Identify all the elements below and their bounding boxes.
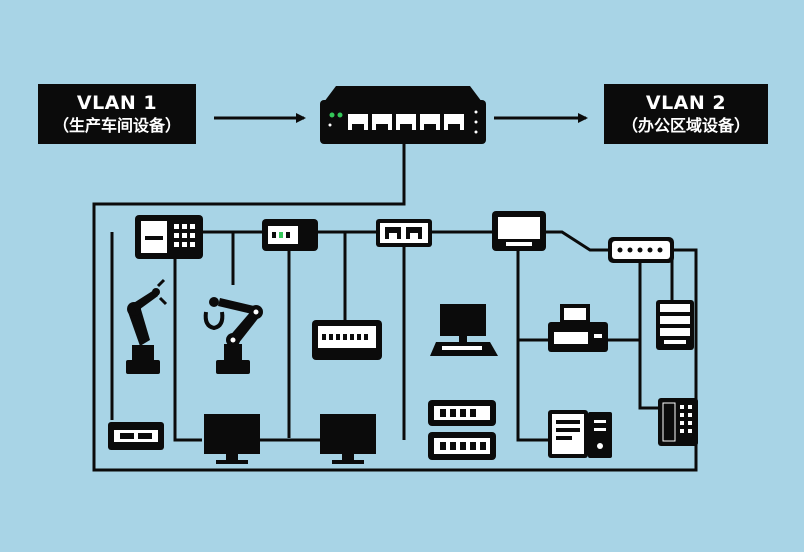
connection-lines [92, 142, 698, 472]
vlan1-label-box: VLAN 1 （生产车间设备） [38, 84, 196, 144]
pc-tower-icon [548, 410, 612, 458]
network-switch-icon [320, 86, 486, 144]
vlan2-label-box: VLAN 2 （办公区域设备） [604, 84, 768, 144]
payphone-icon [135, 215, 203, 259]
vlan1-description: （生产车间设备） [52, 115, 181, 135]
monitor-icon [204, 414, 260, 464]
vlan2-description: （办公区域设备） [621, 115, 750, 135]
patch-panel-icon [376, 219, 432, 247]
vlan2-name: VLAN 2 [645, 92, 727, 115]
router-unit-icon [108, 422, 164, 450]
printer-icon [548, 304, 608, 352]
server-panel-icon [656, 300, 694, 350]
control-panel-icon [262, 219, 318, 251]
switch-unit-icon [428, 400, 496, 426]
network-device-icon [312, 320, 382, 360]
modem-icon [608, 237, 674, 263]
monitor-icon [320, 414, 376, 464]
monitor-icon [492, 211, 546, 251]
robot-arm-icon [126, 278, 168, 374]
hub-icon [428, 432, 496, 460]
computer-terminal-icon [430, 304, 498, 356]
gripper-robot-icon [203, 297, 263, 374]
desk-phone-icon [658, 398, 698, 446]
vlan1-name: VLAN 1 [76, 92, 158, 115]
